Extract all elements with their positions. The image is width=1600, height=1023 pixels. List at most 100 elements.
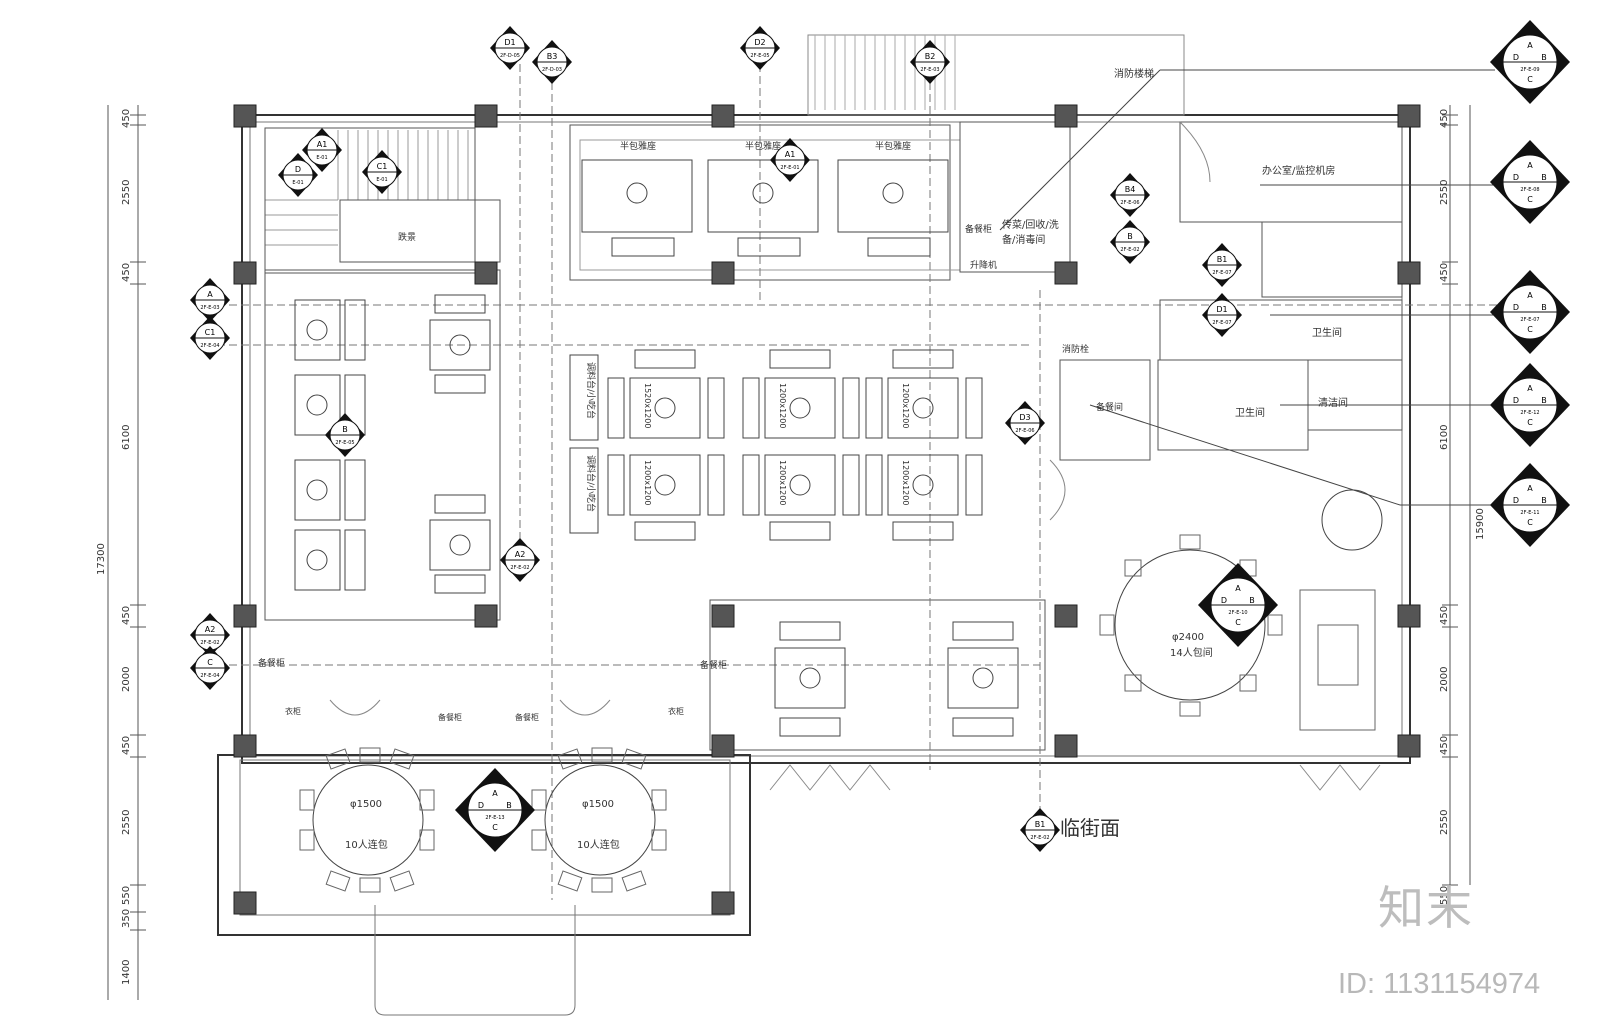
label-sideboard-top: 备餐柜 — [965, 223, 992, 235]
dim-left-0: 450 — [121, 109, 132, 128]
balcony-wall — [217, 754, 751, 936]
marker-ref: 2F-E-07 — [1212, 270, 1231, 276]
marker-ref: 2F-D-05 — [500, 53, 520, 59]
marker-ref: 2F-D-03 — [542, 67, 562, 73]
dim-right-0: 450 — [1439, 109, 1450, 128]
dim-right-4: 450 — [1439, 606, 1450, 625]
elevation-marker: B 2F-E-02 — [1110, 220, 1150, 264]
marker-id: B3 — [547, 52, 558, 61]
marker-id: B4 — [1125, 185, 1136, 194]
marker-ref: 2F-E-02 — [1120, 247, 1139, 253]
quad-marker-letter: D — [1513, 173, 1519, 182]
quad-marker-ref: 2F-E-10 — [1228, 610, 1247, 616]
label-water-feature: 跌景 — [398, 232, 416, 243]
stair-block — [807, 34, 1185, 116]
marker-id: B2 — [925, 52, 936, 61]
elevation-marker: B1 2F-E-02 — [1020, 808, 1060, 852]
quad-marker-letter: C — [1527, 195, 1533, 204]
label-sideboard-room: 备餐间 — [1096, 401, 1123, 413]
label-closet-left: 衣柜 — [285, 706, 301, 716]
dim-left-9: 350 — [121, 909, 132, 928]
marker-id: A2 — [205, 625, 216, 634]
label-counter-1: 调料台/小吃台 — [585, 362, 597, 419]
dim-left-2: 450 — [121, 263, 132, 282]
marker-id: B1 — [1035, 820, 1046, 829]
label-table-size-5: 1200x1200 — [778, 460, 787, 505]
quad-marker-letter: C — [1527, 75, 1533, 84]
label-sidecab-2: 备餐柜 — [515, 712, 539, 722]
label-booth-1: 半包雅座 — [620, 140, 656, 152]
left-dining-zone — [264, 269, 501, 621]
marker-ref: 2F-E-02 — [200, 640, 219, 646]
round-tables — [312, 489, 1383, 876]
marker-id: A2 — [515, 550, 526, 559]
marker-ref: 2F-E-05 — [750, 53, 769, 59]
dim-right-8: 550 — [1439, 886, 1450, 905]
marker-ref: 2F-E-01 — [780, 165, 799, 171]
center-tables — [569, 349, 983, 541]
marker-id: B — [1127, 232, 1133, 241]
label-closet-right: 衣柜 — [668, 706, 684, 716]
dim-left-5: 2000 — [121, 667, 132, 692]
quad-marker-letter: A — [1235, 584, 1241, 593]
dim-right-2: 450 — [1439, 263, 1450, 282]
label-toilet-upper: 卫生间 — [1312, 326, 1342, 339]
dim-total-left: 17300 — [96, 543, 107, 575]
marker-ref: 2F-E-03 — [920, 67, 939, 73]
dim-left-1: 2550 — [121, 180, 132, 205]
elevation-marker: B2F-E-05 — [325, 413, 365, 457]
label-table-size-2: 1200x1200 — [778, 383, 787, 428]
marker-id: D1 — [504, 38, 515, 47]
label-big-room: 14人包间 — [1170, 646, 1213, 659]
dim-left-10: 1400 — [121, 960, 132, 985]
label-round-right-room: 10人连包 — [577, 838, 620, 851]
marker-id: D — [295, 165, 301, 174]
label-fire-hydrant: 消防栓 — [1062, 343, 1089, 355]
label-round-left: φ1500 — [350, 799, 382, 810]
marker-id: A — [207, 290, 213, 299]
quad-marker-letter: B — [1541, 303, 1547, 312]
elevation-marker: B3 2F-D-03 — [532, 40, 572, 84]
entrance — [374, 905, 576, 1016]
label-stair: 消防楼梯 — [1114, 67, 1154, 80]
quad-marker-letter: D — [1221, 596, 1227, 605]
marker-ref: 2F-E-07 — [1212, 320, 1231, 326]
quad-marker-letter: A — [1527, 161, 1533, 170]
quad-marker-letter: B — [506, 801, 512, 810]
outer-wall — [241, 114, 1411, 764]
quad-marker-letter: A — [492, 789, 498, 798]
label-office: 办公室/监控机房 — [1262, 164, 1335, 177]
quad-marker-letter: C — [1527, 325, 1533, 334]
dim-left-3: 6100 — [121, 425, 132, 450]
quad-marker-ref: 2F-E-07 — [1520, 317, 1539, 323]
quad-marker-letter: A — [1527, 41, 1533, 50]
quad-marker-letter: D — [1513, 303, 1519, 312]
quad-marker-letter: D — [1513, 396, 1519, 405]
label-street: 临街面 — [1060, 816, 1120, 840]
quad-marker-letter: C — [1527, 518, 1533, 527]
marker-ref: 2F-E-04 — [200, 343, 219, 349]
elevation-marker: B2 2F-E-03 — [910, 40, 950, 84]
dim-right-5: 2000 — [1439, 667, 1450, 692]
quad-marker-letter: C — [492, 823, 498, 832]
elevation-marker: C1E-01 — [362, 150, 402, 194]
quad-marker-letter: B — [1541, 53, 1547, 62]
marker-ref: 2F-E-02 — [1030, 835, 1049, 841]
quad-marker-letter: D — [1513, 496, 1519, 505]
marker-id: C1 — [377, 162, 388, 171]
quad-marker-letter: C — [1527, 418, 1533, 427]
label-sideboard-left: 备餐柜 — [258, 657, 285, 669]
label-elevator: 升降机 — [970, 259, 997, 271]
label-table-size-3: 1200x1200 — [901, 383, 910, 428]
label-prep2: 备/消毒间 — [1002, 233, 1045, 246]
quad-marker-letter: B — [1541, 496, 1547, 505]
quad-marker-ref: 2F-E-09 — [1520, 67, 1539, 73]
marker-ref: 2F-E-04 — [200, 673, 219, 679]
